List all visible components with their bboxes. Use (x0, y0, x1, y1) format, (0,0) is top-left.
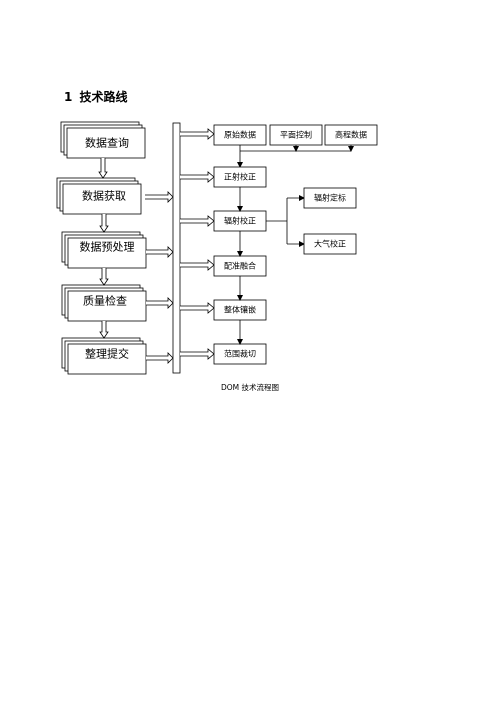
branch-label: 大气校正 (314, 239, 346, 249)
process-box-registration: 配准融合 (213, 255, 267, 277)
process-label: 辐射校正 (224, 216, 256, 226)
branch-box-atmospheric: 大气校正 (303, 233, 357, 255)
left-down-arrows (98, 158, 109, 339)
process-box-clip: 范围裁切 (213, 343, 267, 365)
input-box-elevation-data: 高程数据 (324, 124, 378, 146)
input-box-raw-data: 原始数据 (213, 124, 267, 146)
radiometric-branch-connector (266, 195, 305, 247)
left-step-1: 数据查询 (60, 121, 146, 159)
left-step-label: 质量检查 (83, 294, 127, 308)
bar-to-right-arrows (180, 128, 215, 360)
left-step-label: 整理提交 (85, 347, 129, 361)
left-step-label: 数据查询 (85, 136, 129, 150)
left-to-bar-arrows (145, 191, 174, 364)
process-box-radiometric: 辐射校正 (213, 210, 267, 232)
input-merge-connector (237, 145, 354, 168)
branch-label: 辐射定标 (314, 193, 346, 203)
input-label: 高程数据 (335, 130, 367, 140)
process-label: 正射校正 (224, 172, 256, 182)
vertical-bar (172, 122, 181, 374)
process-label: 整体镶嵌 (224, 305, 256, 315)
section-number: 1 (64, 90, 73, 104)
left-step-label: 数据获取 (82, 189, 126, 203)
left-step-5: 整理提交 (61, 337, 147, 375)
process-label: 配准融合 (224, 261, 256, 271)
figure-caption: DOM 技术流程图 (220, 383, 280, 392)
input-label: 平面控制 (280, 130, 312, 140)
input-label: 原始数据 (224, 130, 256, 140)
section-heading: 1 技术路线 (64, 88, 128, 105)
process-box-mosaic: 整体镶嵌 (213, 299, 267, 321)
branch-box-calibration: 辐射定标 (303, 187, 357, 209)
section-title: 技术路线 (79, 90, 128, 104)
input-box-plane-control: 平面控制 (269, 124, 323, 146)
left-step-3: 数据预处理 (61, 231, 147, 269)
left-step-label: 数据预处理 (80, 240, 135, 254)
left-step-4: 质量检查 (61, 284, 147, 322)
left-step-2: 数据获取 (56, 177, 142, 215)
process-box-ortho: 正射校正 (213, 166, 267, 188)
process-label: 范围裁切 (224, 349, 256, 359)
